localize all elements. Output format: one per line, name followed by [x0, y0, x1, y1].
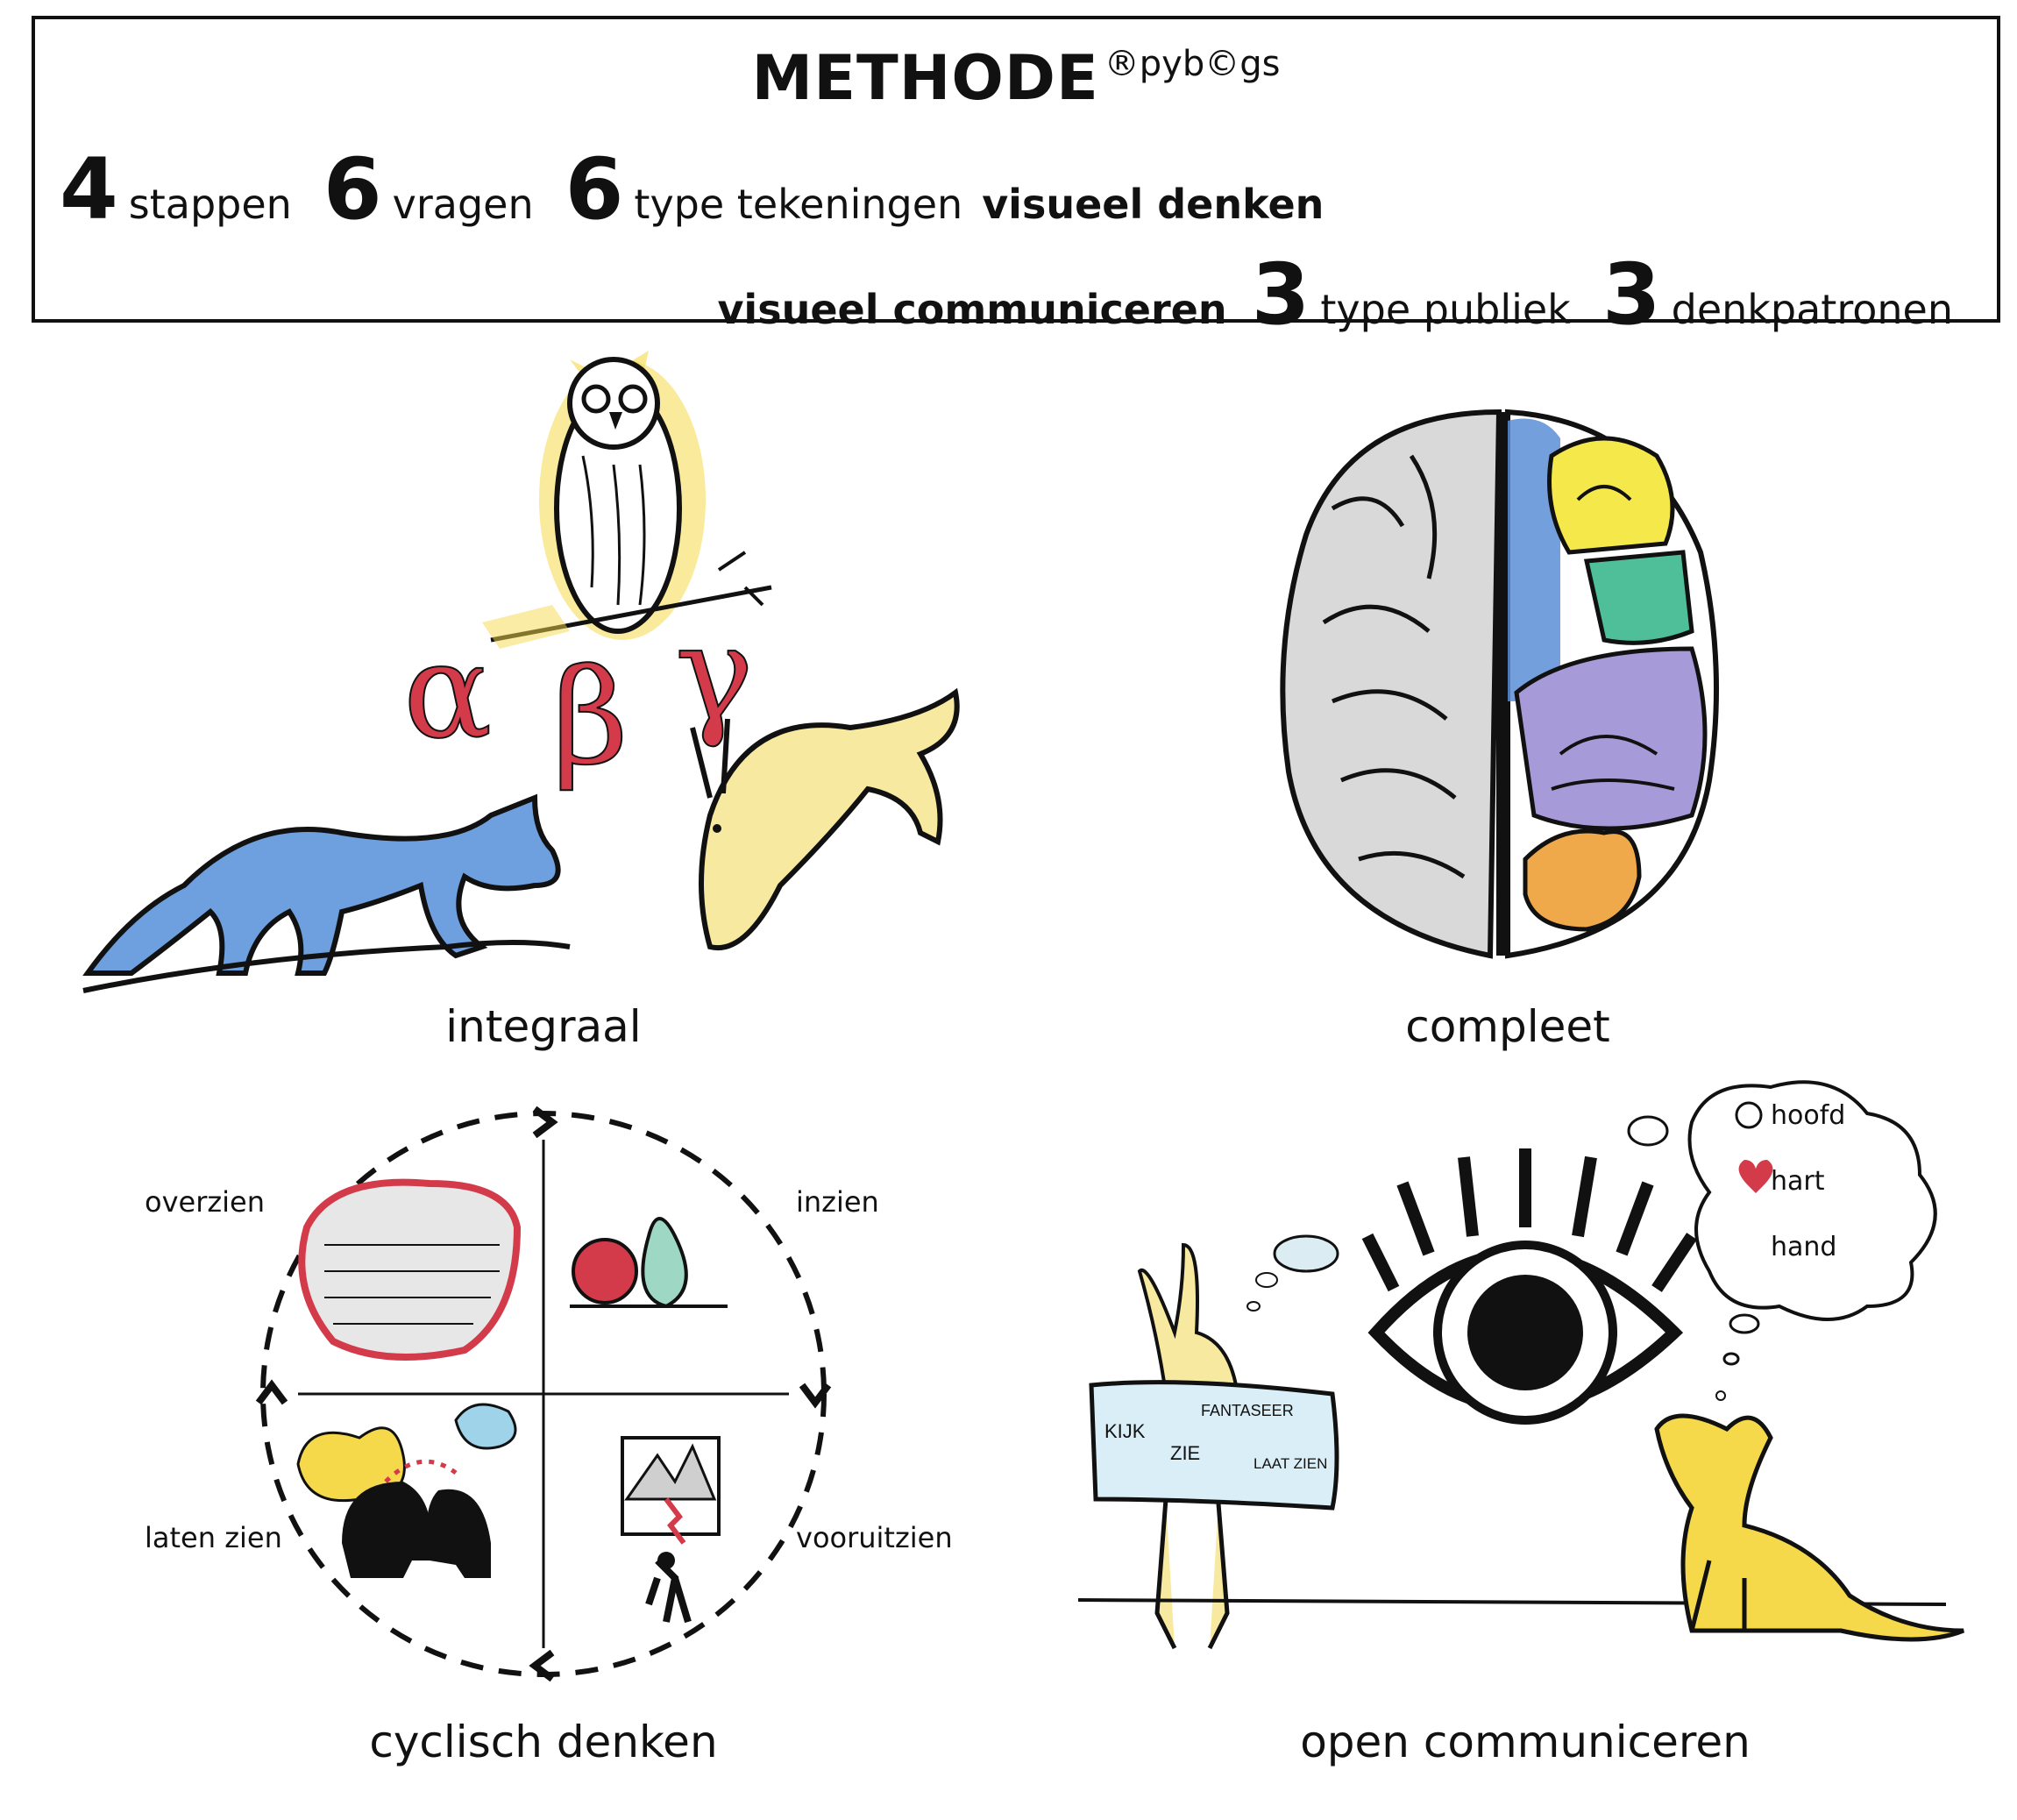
map-word-zie: ZIE — [1170, 1442, 1200, 1464]
integraal-illustration: α β γ — [82, 351, 960, 993]
label-steps: stappen — [128, 181, 292, 228]
count-steps: 4 — [60, 140, 118, 238]
label-audience-types: type publiek — [1320, 286, 1571, 333]
thought-hoofd: hoofd — [1771, 1100, 1846, 1131]
label-visual-thinking: visueel denken — [982, 181, 1325, 228]
gamma-letter: γ — [675, 598, 754, 750]
brain-illustration — [1280, 409, 1719, 959]
title-text: METHODE — [751, 42, 1099, 114]
method-title: METHODE®pyb©gs — [35, 42, 1997, 114]
label-thinking-patterns: denkpatronen — [1671, 286, 1953, 333]
fox-icon — [82, 793, 571, 993]
eye-icon — [1361, 1148, 1697, 1425]
caption-cyclisch: cyclisch denken — [369, 1717, 718, 1767]
owl-icon — [482, 351, 772, 649]
fox-sitting-icon — [1654, 1413, 1964, 1642]
caption-integraal: integraal — [445, 1001, 642, 1052]
caption-compleet: compleet — [1405, 1001, 1610, 1052]
map-word-fantaseer: FANTASEER — [1201, 1402, 1294, 1419]
label-laten-zien: laten zien — [145, 1521, 282, 1554]
label-overzien: overzien — [145, 1185, 266, 1219]
count-thinking-patterns: 3 — [1602, 245, 1661, 344]
alpha-letter: α — [403, 615, 492, 768]
thought-hand: hand — [1771, 1232, 1837, 1262]
open-communication-illustration: KIJK ZIE FANTASEER LAAT ZIEN — [1077, 1080, 1964, 1650]
count-questions: 6 — [323, 140, 382, 238]
label-drawing-types: type tekeningen — [634, 181, 963, 228]
count-audience-types: 3 — [1251, 245, 1310, 344]
title-suffix: ®pyb©gs — [1104, 44, 1281, 84]
beta-letter: β — [552, 642, 629, 794]
hare-icon — [690, 687, 960, 951]
label-vooruitzien: vooruitzien — [796, 1521, 953, 1554]
count-drawing-types: 6 — [565, 140, 624, 238]
map-word-laat-zien: LAAT ZIEN — [1254, 1455, 1327, 1472]
label-questions: vragen — [392, 181, 534, 228]
label-visual-communication: visueel communiceren — [717, 286, 1227, 333]
cycle-illustration — [255, 1106, 832, 1682]
thought-hart: hart — [1771, 1166, 1825, 1197]
rabbit-with-map-icon: KIJK ZIE FANTASEER LAAT ZIEN — [1089, 1242, 1339, 1650]
map-word-kijk: KIJK — [1104, 1420, 1146, 1442]
label-inzien: inzien — [796, 1185, 879, 1219]
caption-open: open communiceren — [1300, 1717, 1751, 1767]
